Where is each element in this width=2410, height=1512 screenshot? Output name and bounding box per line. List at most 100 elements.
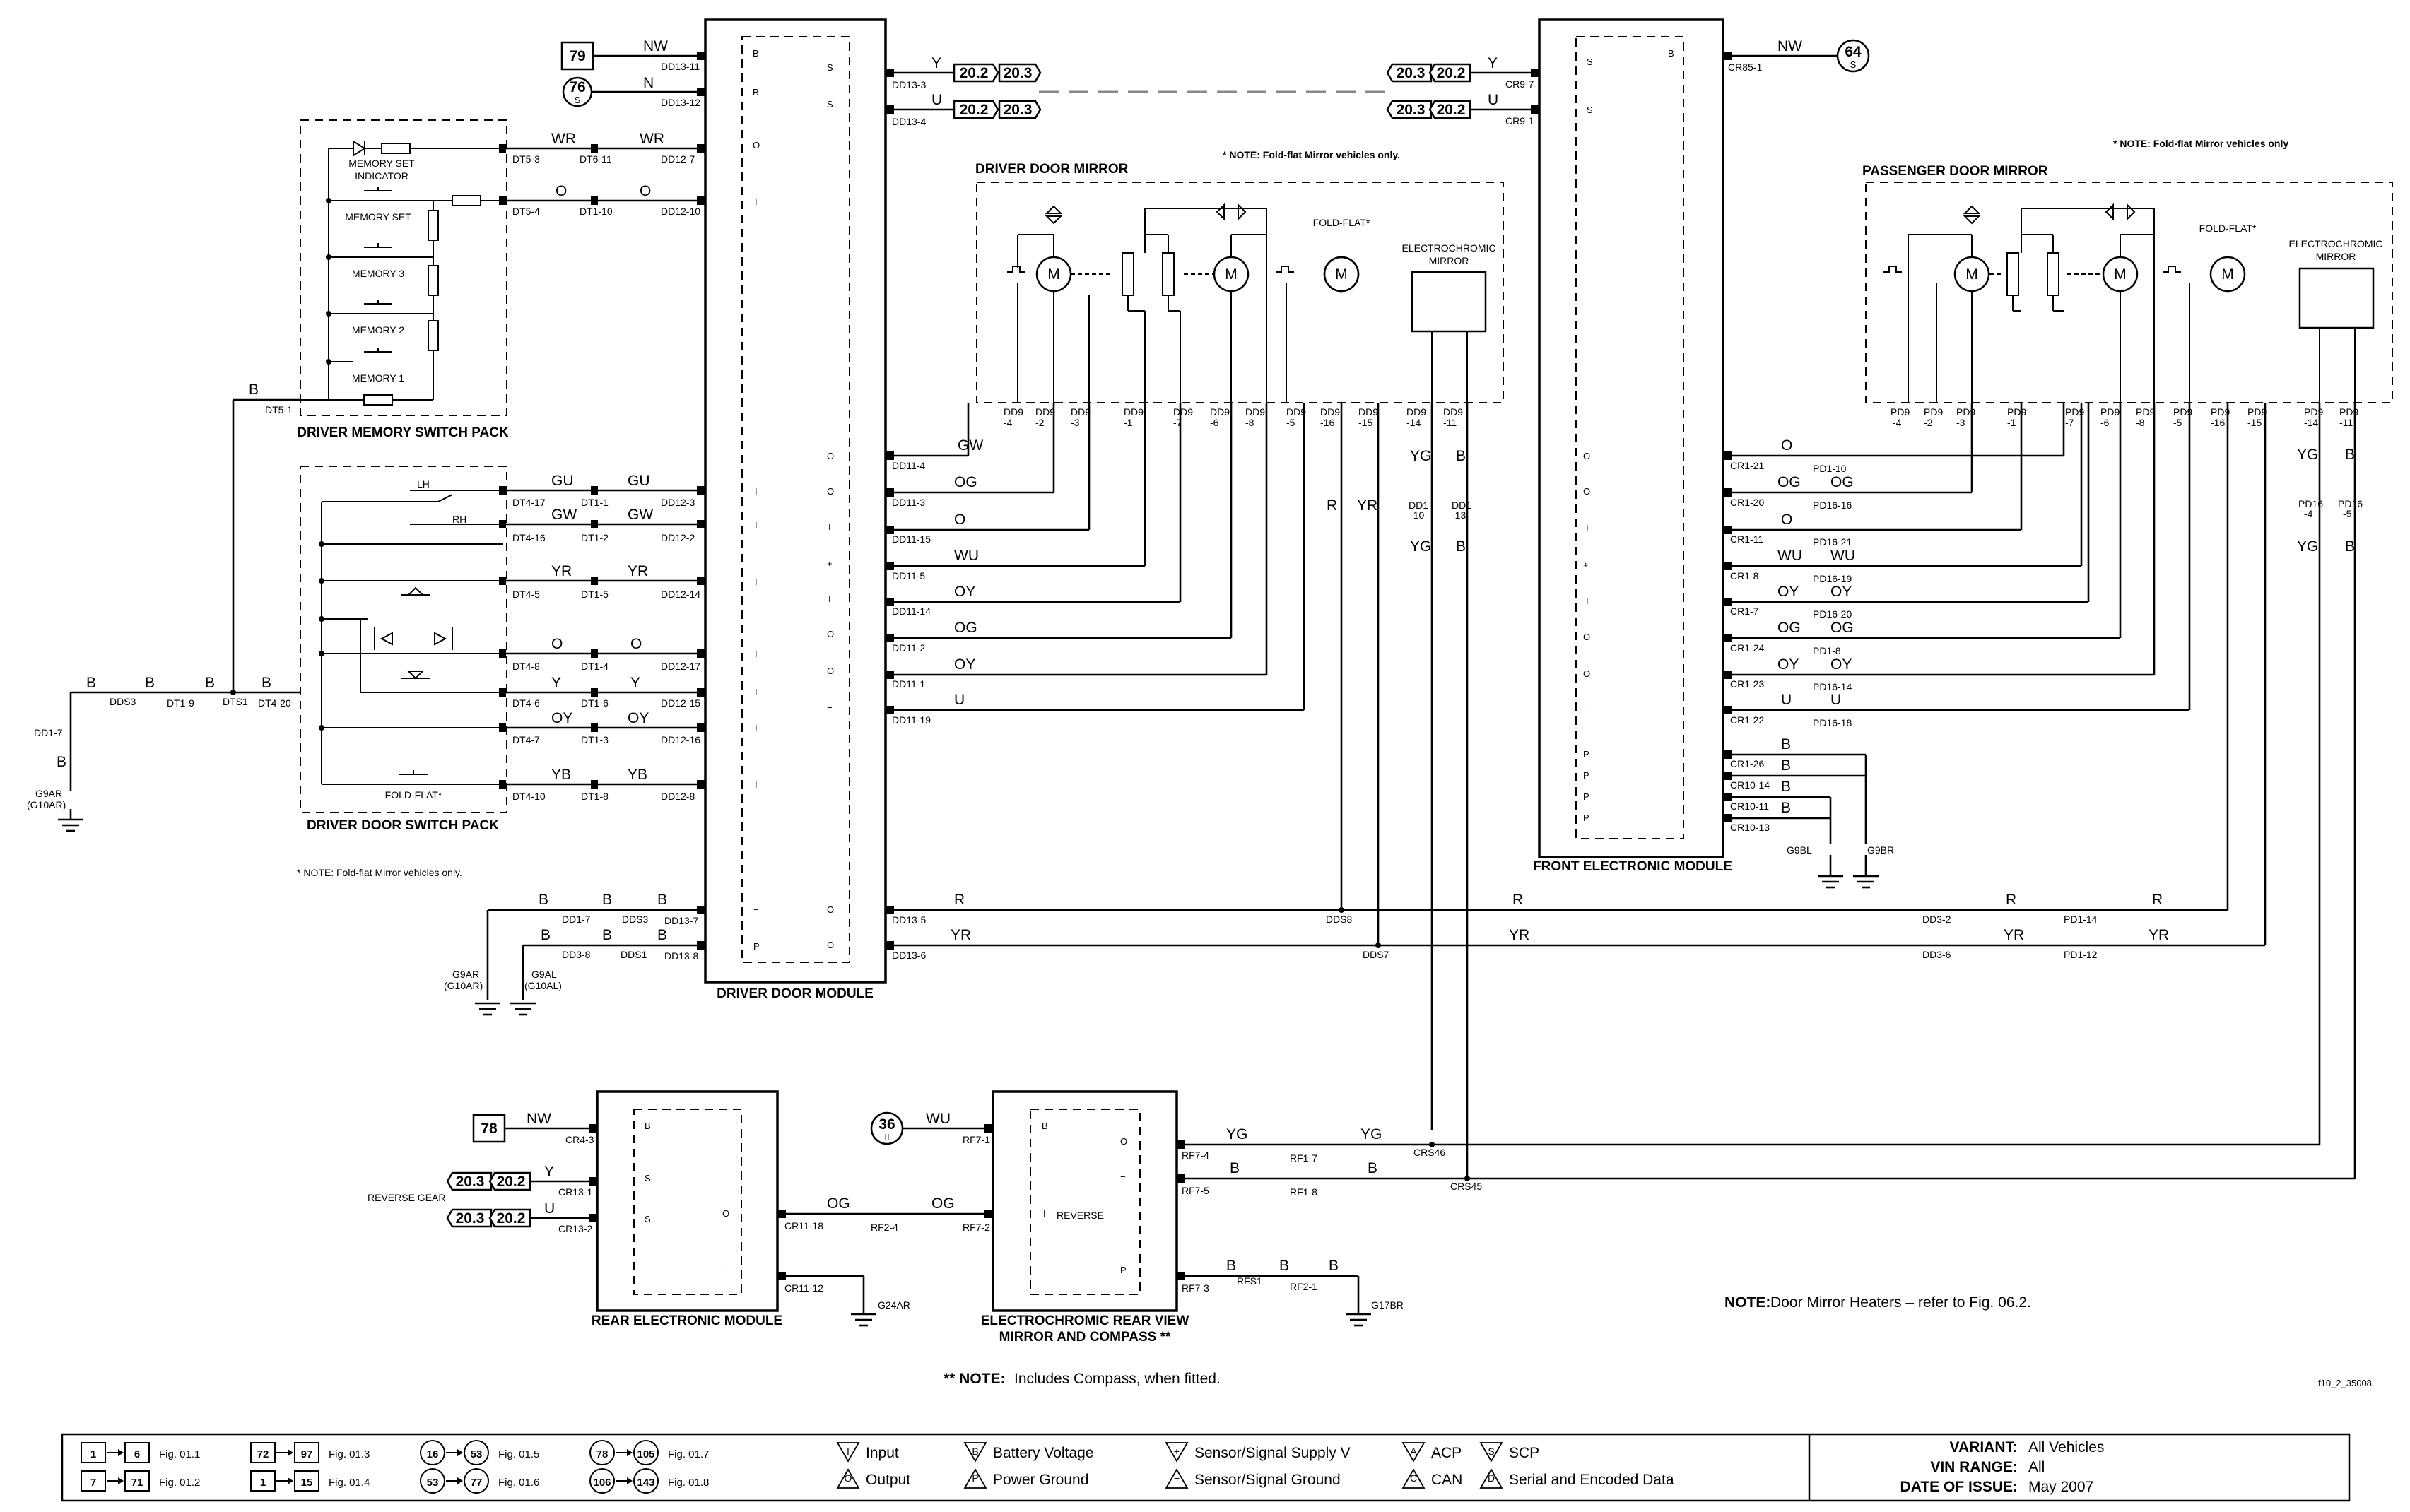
svg-text:DD13-8: DD13-8 xyxy=(664,950,698,962)
svg-text:RF7-2: RF7-2 xyxy=(963,1222,990,1233)
svg-text:YG: YG xyxy=(1410,448,1431,464)
svg-text:O: O xyxy=(1583,451,1590,461)
svg-text:20.2: 20.2 xyxy=(960,102,989,118)
svg-text:M: M xyxy=(1225,266,1238,283)
svg-text:G9BR: G9BR xyxy=(1867,844,1894,856)
svg-text:-15: -15 xyxy=(1358,417,1372,428)
svg-text:GU: GU xyxy=(551,473,574,489)
driver-door-mirror: DRIVER DOOR MIRROR * NOTE: Fold-flat Mir… xyxy=(975,149,1504,1179)
svg-text:YG: YG xyxy=(1226,1126,1247,1142)
svg-text:DT6-11: DT6-11 xyxy=(580,153,612,165)
svg-text:76: 76 xyxy=(569,79,585,95)
svg-text:NW: NW xyxy=(527,1111,551,1127)
svg-text:Fig. 01.1: Fig. 01.1 xyxy=(159,1448,200,1460)
svg-text:PD9: PD9 xyxy=(2007,406,2026,418)
svg-text:B: B xyxy=(1781,736,1791,752)
svg-text:DD11-4: DD11-4 xyxy=(892,460,925,471)
svg-text:PD16-21: PD16-21 xyxy=(1813,536,1852,548)
svg-text:MEMORY SET: MEMORY SET xyxy=(348,158,415,169)
svg-text:YR: YR xyxy=(628,563,648,579)
svg-text:DD12-7: DD12-7 xyxy=(661,153,695,165)
svg-text:DDS1: DDS1 xyxy=(621,949,647,960)
svg-text:O: O xyxy=(1781,437,1792,454)
svg-text:DD9: DD9 xyxy=(1035,406,1055,418)
svg-text:DT4-7: DT4-7 xyxy=(512,734,540,745)
svg-text:20.3: 20.3 xyxy=(1004,102,1033,118)
svg-text:B: B xyxy=(1781,757,1791,774)
svg-text:+: + xyxy=(1174,1446,1180,1457)
svg-text:I: I xyxy=(1586,596,1589,606)
svg-text:OG: OG xyxy=(827,1195,850,1212)
svg-text:20.2: 20.2 xyxy=(497,1174,526,1190)
svg-text:DD13-11: DD13-11 xyxy=(661,61,700,72)
svg-text:RF1-8: RF1-8 xyxy=(1290,1186,1317,1198)
svg-text:M: M xyxy=(2114,266,2127,283)
svg-text:MEMORY 2: MEMORY 2 xyxy=(352,324,404,336)
svg-text:DDS3: DDS3 xyxy=(622,914,649,925)
svg-text:PD9: PD9 xyxy=(1924,406,1943,418)
svg-text:MIRROR AND COMPASS **: MIRROR AND COMPASS ** xyxy=(999,1330,1171,1345)
svg-text:WU: WU xyxy=(1830,548,1855,564)
svg-text:CR1-7: CR1-7 xyxy=(1730,606,1759,617)
svg-text:CR13-1: CR13-1 xyxy=(558,1186,592,1198)
svg-text:RF1-7: RF1-7 xyxy=(1290,1152,1317,1164)
svg-text:77: 77 xyxy=(471,1477,483,1489)
svg-text:105: 105 xyxy=(637,1448,654,1460)
svg-text:DTS1: DTS1 xyxy=(223,696,248,707)
svg-text:M: M xyxy=(1335,266,1348,283)
svg-text:-13: -13 xyxy=(1452,509,1466,521)
ddm-pin-symbols: B B O I I I I I I I I − P S S O O I + I … xyxy=(753,48,834,952)
legend-symbol: +Sensor/Signal Supply V xyxy=(1165,1442,1351,1463)
svg-text:PD9: PD9 xyxy=(1956,406,1975,418)
svg-text:S: S xyxy=(1850,59,1857,70)
svg-text:20.3: 20.3 xyxy=(456,1210,485,1227)
svg-text:B: B xyxy=(145,675,155,691)
svg-text:PD16-19: PD16-19 xyxy=(1813,573,1852,584)
svg-text:DT4-20: DT4-20 xyxy=(258,697,291,709)
svg-text:I: I xyxy=(755,779,758,790)
fem-wires: Y CR9-7 20.3 20.2 U CR9-1 20.3 20.2 NW C… xyxy=(1386,38,2267,960)
svg-text:B: B xyxy=(657,927,667,943)
svg-text:6: 6 xyxy=(134,1448,140,1460)
svg-text:I: I xyxy=(828,593,831,604)
svg-text:-1: -1 xyxy=(1124,417,1133,428)
svg-text:OG: OG xyxy=(1777,474,1801,490)
svg-text:-6: -6 xyxy=(1210,417,1219,428)
svg-text:Input: Input xyxy=(866,1445,899,1461)
svg-text:GW: GW xyxy=(551,507,577,523)
svg-text:-2: -2 xyxy=(1035,417,1045,428)
svg-text:WU: WU xyxy=(926,1111,951,1127)
svg-text:* NOTE: Fold-flat Mirror vehic: * NOTE: Fold-flat Mirror vehicles only xyxy=(2113,138,2288,149)
svg-text:CRS45: CRS45 xyxy=(1450,1181,1482,1192)
svg-text:B: B xyxy=(645,1121,651,1131)
svg-text:NW: NW xyxy=(1777,38,1802,54)
svg-text:I: I xyxy=(755,520,758,531)
svg-text:VIN RANGE:: VIN RANGE: xyxy=(1930,1459,2018,1475)
svg-text:Y: Y xyxy=(630,675,640,691)
svg-text:Fig. 01.4: Fig. 01.4 xyxy=(329,1477,370,1489)
svg-text:S: S xyxy=(575,95,581,105)
svg-text:CR1-21: CR1-21 xyxy=(1730,460,1764,471)
svg-text:-4: -4 xyxy=(2304,508,2313,519)
svg-text:71: 71 xyxy=(131,1477,143,1489)
svg-text:Includes Compass, when fitted.: Includes Compass, when fitted. xyxy=(1014,1371,1221,1387)
svg-text:Fig. 01.5: Fig. 01.5 xyxy=(498,1448,539,1460)
svg-text:YG: YG xyxy=(1360,1126,1382,1142)
svg-text:U: U xyxy=(544,1200,555,1217)
svg-text:DT1-8: DT1-8 xyxy=(581,791,609,802)
svg-text:DT1-3: DT1-3 xyxy=(581,734,609,745)
svg-text:LH: LH xyxy=(417,478,430,490)
svg-text:I: I xyxy=(755,687,758,697)
svg-text:O: O xyxy=(827,904,834,915)
svg-text:-5: -5 xyxy=(2343,508,2352,519)
svg-text:I: I xyxy=(828,521,831,532)
svg-text:-16: -16 xyxy=(2211,417,2225,428)
svg-text:DD9: DD9 xyxy=(1320,406,1340,418)
svg-text:RF7-1: RF7-1 xyxy=(963,1134,990,1145)
svg-text:DT1-1: DT1-1 xyxy=(581,497,609,508)
